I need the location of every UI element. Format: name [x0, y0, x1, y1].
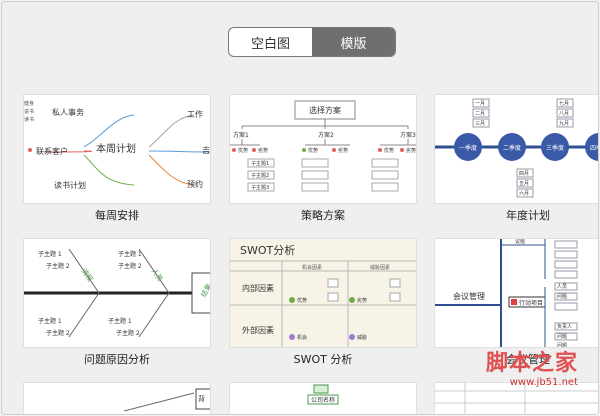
blank-tab[interactable]: 空白图 — [250, 36, 290, 52]
meeting-center: 会议管理 — [453, 291, 485, 301]
weekly-branch-personal: 私人事务 — [52, 107, 84, 117]
fishbone-sub-4: 子主题 2 — [118, 262, 142, 270]
swot-row-1: 内部因素 — [242, 283, 274, 293]
month-may: 五月 — [519, 181, 529, 187]
fishbone-result: 结果 — [199, 282, 210, 299]
template-tab[interactable]: 模版 — [312, 28, 395, 56]
meeting-preview: 会议管理 行动项目 议题 人员 问题 负责人 问题 问题 — [435, 239, 578, 347]
swot-strength: 优势 — [297, 297, 307, 304]
fishbone-bone-2: 人员 — [150, 267, 165, 283]
swot-col-1: 机会因素 — [302, 264, 322, 271]
template-annual-plan[interactable]: 一季度 二季度 三季度 四季度 一月 二月 三月 七月 八月 九月 四月 五月 … — [435, 95, 599, 203]
meeting-tag-4: 负责人 — [557, 323, 572, 330]
strategy-tag-5: 优势 — [384, 147, 394, 154]
month-aug: 八月 — [559, 111, 569, 117]
caption-swot: SWOT 分析 — [293, 353, 353, 366]
meeting-tag-2: 人员 — [557, 284, 567, 290]
row3-col2-label: 公司名称 — [311, 396, 335, 404]
weekly-branch-clients: 联系客户 — [36, 146, 68, 156]
month-mar: 三月 — [475, 121, 485, 127]
swot-col-2: 威胁因素 — [370, 264, 390, 271]
caption-weekly: 每周安排 — [95, 209, 139, 222]
row3-col2-preview: 公司名称 — [307, 384, 339, 405]
strategy-option-2: 方案2 — [318, 131, 334, 139]
month-jan: 一月 — [475, 101, 485, 107]
strategy-option-3: 方案3 — [400, 131, 416, 139]
fishbone-preview: 结果 流程 人员 子主题 1 子主题 2 子主题 1 子主题 2 子主题 1 子… — [24, 248, 210, 338]
strategy-option-1: 方案1 — [233, 131, 249, 139]
swot-opportunity: 机会 — [297, 334, 307, 341]
row3-col3-preview — [435, 383, 598, 414]
strategy-root: 选择方案 — [309, 105, 341, 115]
weekly-side-1: 健身 — [24, 100, 34, 107]
fishbone-sub-8: 子主题 2 — [116, 329, 140, 337]
caption-meeting: 会议管理 — [506, 353, 550, 366]
strategy-tag-4: 劣势 — [338, 147, 348, 154]
template-row3-col2[interactable]: 公司名称 — [230, 383, 416, 414]
fishbone-sub-7: 子主题 1 — [108, 317, 132, 325]
fishbone-bone-1: 流程 — [80, 266, 95, 283]
weekly-branch-appointment: 预约 — [187, 179, 203, 189]
month-sep: 九月 — [559, 120, 569, 127]
template-row3-col1[interactable]: 背 — [24, 383, 210, 414]
template-weekly-schedule[interactable]: 本周计划 私人事务 联系客户 读书计划 工作 吉 预约 健身 说书 读书 — [24, 95, 210, 203]
weekly-branch-reading: 读书计划 — [54, 180, 86, 190]
month-jun: 六月 — [519, 190, 529, 197]
strategy-tag-1: 优势 — [238, 147, 248, 154]
month-apr: 四月 — [519, 171, 529, 177]
meeting-tag-5: 问题 — [557, 333, 567, 340]
template-cause-analysis[interactable]: 结果 流程 人员 子主题 1 子主题 2 子主题 1 子主题 2 子主题 1 子… — [24, 239, 210, 347]
strategy-sub-1: 子主题1 — [251, 160, 269, 167]
fishbone-sub-3: 子主题 1 — [118, 250, 142, 258]
q1-label: 一季度 — [459, 144, 477, 152]
fishbone-sub-5: 子主题 1 — [38, 317, 62, 325]
strategy-tag-2: 劣势 — [258, 147, 268, 154]
meeting-tag-6: 问题 — [557, 342, 567, 347]
month-feb: 二月 — [475, 111, 485, 117]
month-jul: 七月 — [559, 100, 569, 107]
strategy-sub-2: 子主题2 — [251, 172, 269, 179]
annual-timeline-preview: 一季度 二季度 三季度 四季度 一月 二月 三月 七月 八月 九月 四月 五月 … — [435, 98, 599, 198]
swot-row-2: 外部因素 — [242, 325, 274, 335]
template-swot[interactable]: SWOT分析 机会因素 威胁因素 内部因素 外部因素 优势 劣势 机会 威胁 — [230, 239, 416, 347]
weekly-side-3: 读书 — [24, 116, 34, 123]
caption-annual: 年度计划 — [506, 209, 550, 222]
watermark: 脚本之家 www.jb51.net — [486, 345, 578, 388]
row3-col1-preview: 背 — [123, 388, 210, 412]
swot-threat: 威胁 — [357, 334, 367, 341]
weekly-branch-right-mid: 吉 — [202, 146, 210, 155]
q4-label: 四季度 — [590, 144, 599, 152]
watermark-title: 脚本之家 — [485, 350, 578, 376]
strategy-tag-6: 劣势 — [406, 147, 416, 154]
weekly-mindmap-preview: 本周计划 私人事务 联系客户 读书计划 工作 吉 预约 健身 说书 读书 — [24, 100, 210, 190]
swot-preview: SWOT分析 机会因素 威胁因素 内部因素 外部因素 优势 劣势 机会 威胁 — [230, 243, 416, 347]
q2-label: 二季度 — [503, 144, 521, 152]
mode-switch: 空白图 模版 — [228, 27, 396, 57]
fishbone-sub-2: 子主题 2 — [46, 262, 70, 270]
weekly-center-topic: 本周计划 — [96, 142, 136, 155]
fishbone-sub-1: 子主题 1 — [38, 250, 62, 258]
swot-weakness: 劣势 — [357, 297, 367, 304]
template-strategy-plan[interactable]: 选择方案 方案1 方案2 方案3 优势 劣势 优势 劣势 优势 劣势 子主题1 … — [230, 95, 416, 203]
strategy-tree-preview: 选择方案 方案1 方案2 方案3 优势 劣势 优势 劣势 优势 劣势 子主题1 … — [230, 100, 416, 192]
meeting-tag-3: 问题 — [557, 293, 567, 300]
row3-col1-label: 背 — [198, 394, 205, 403]
strategy-sub-3: 子主题3 — [251, 184, 269, 191]
weekly-side-2: 说书 — [24, 108, 34, 115]
template-row3-col3[interactable] — [435, 383, 598, 414]
meeting-action-item: 行动项目 — [519, 299, 543, 307]
template-meeting[interactable]: 会议管理 行动项目 议题 人员 问题 负责人 问题 问题 — [435, 239, 598, 347]
caption-strategy: 策略方案 — [301, 209, 345, 222]
weekly-branch-work: 工作 — [187, 109, 203, 119]
meeting-tag-1: 议题 — [515, 239, 525, 245]
strategy-tag-3: 优势 — [308, 147, 318, 154]
q3-label: 三季度 — [546, 144, 564, 152]
watermark-url: www.jb51.net — [509, 377, 578, 388]
swot-title: SWOT分析 — [240, 243, 295, 257]
fishbone-sub-6: 子主题 2 — [46, 329, 70, 337]
caption-cause: 问题原因分析 — [84, 353, 150, 366]
